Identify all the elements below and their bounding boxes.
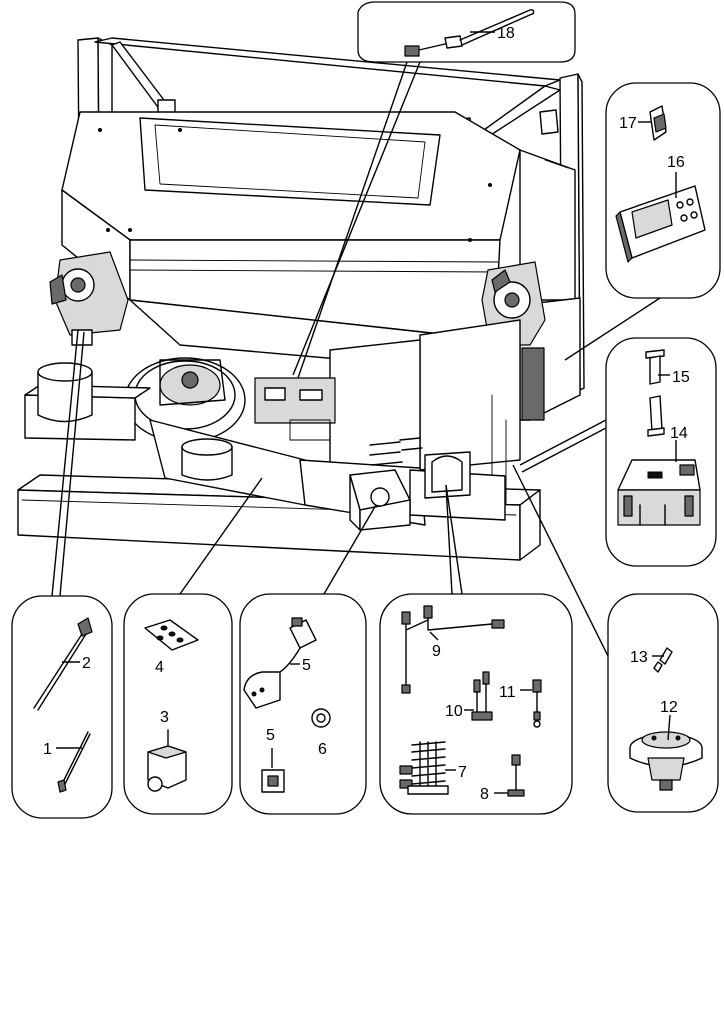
part-label-7: 7 (458, 764, 467, 781)
callout-group-7-11: 9 11 10 7 8 (379, 484, 573, 815)
main-assembly (17, 37, 585, 561)
part-2-rod (33, 617, 93, 711)
leader-line-9 (445, 484, 463, 595)
part-14-control-board (617, 459, 701, 526)
callout-box-18 (357, 1, 576, 63)
part-label-12: 12 (660, 699, 678, 716)
part-13-fuse (653, 647, 673, 673)
part-10-wire (471, 671, 493, 721)
part-17-clip (649, 105, 667, 141)
center-cup (181, 438, 233, 481)
leader-line-2 (51, 329, 79, 597)
part-label-4: 4 (155, 659, 164, 676)
part-label-17: 17 (619, 115, 637, 132)
part-label-1: 1 (43, 741, 52, 758)
part-label-14: 14 (670, 425, 688, 442)
callout-group-16-17: 17 16 (564, 82, 721, 361)
part-18-sensor-cable (404, 9, 535, 57)
leader-line-18 (292, 61, 421, 376)
callout-group-5-6: 5 6 5 (239, 504, 377, 815)
part-4-gasket (144, 619, 199, 651)
part-5-power-cord (243, 617, 317, 709)
part-16-control-panel (615, 185, 706, 263)
part-6-bushing (311, 708, 331, 728)
part-label-13: 13 (630, 649, 648, 666)
leader-line-5 (323, 504, 377, 595)
part-11-wire (532, 679, 542, 728)
part-label-8: 8 (480, 786, 489, 803)
part-label-9: 9 (432, 643, 441, 660)
part-5-power-inlet (261, 769, 285, 793)
part-label-5-cord: 5 (302, 657, 311, 674)
part-label-11: 11 (499, 684, 516, 701)
leader-line-12 (512, 464, 609, 657)
part-label-15: 15 (672, 369, 690, 386)
part-label-6: 6 (318, 741, 327, 758)
part-15-sensor (645, 349, 665, 437)
callout-group-18: 18 (292, 1, 576, 379)
part-label-16: 16 (667, 154, 685, 171)
part-1-rod (57, 731, 91, 793)
leader-line-4 (179, 477, 263, 595)
callout-group-12-13: 13 12 (512, 464, 719, 813)
part-12-pump-motor (629, 731, 703, 791)
part-label-2: 2 (82, 655, 91, 672)
callout-group-3-4: 4 3 (123, 477, 263, 815)
leader-line-16 (564, 297, 661, 361)
callout-box-14-15 (605, 337, 717, 567)
part-label-10: 10 (445, 703, 463, 720)
part-7-harness (399, 741, 449, 795)
leader-line-14 (519, 419, 607, 466)
part-8-wire (507, 754, 525, 797)
left-cup (37, 362, 93, 423)
callout-group-1-2: 2 1 (11, 329, 113, 819)
part-9-wiring (401, 605, 505, 694)
part-label-5-inlet: 5 (266, 727, 275, 744)
callout-group-14-15: 15 14 (519, 337, 717, 567)
part-label-18: 18 (497, 25, 515, 42)
callout-box-1-2 (11, 595, 113, 819)
part-label-3: 3 (160, 709, 169, 726)
part-3-solenoid (147, 729, 187, 792)
